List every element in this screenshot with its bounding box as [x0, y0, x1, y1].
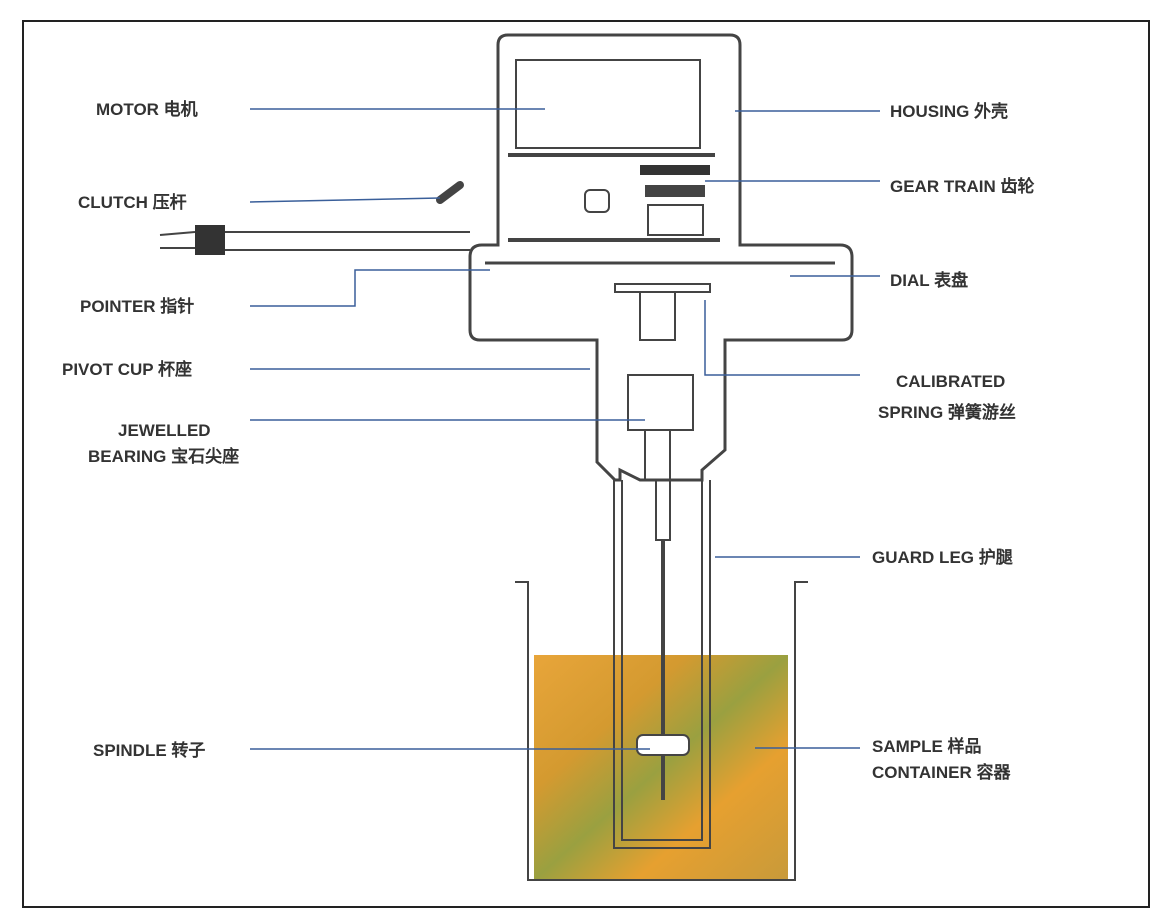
leader-lines	[249, 108, 880, 750]
label-pointer: POINTER 指针	[80, 296, 194, 316]
label-sample-container-2: CONTAINER 容器	[872, 762, 1012, 782]
label-dial: DIAL 表盘	[890, 270, 968, 290]
spindle	[636, 734, 690, 756]
label-guard-leg: GUARD LEG 护腿	[872, 547, 1013, 567]
housing	[468, 33, 854, 482]
label-pivot-cup: PIVOT CUP 杯座	[62, 359, 192, 379]
label-calibrated-spring-1: CALIBRATED	[896, 372, 1005, 391]
cord-plug	[195, 225, 225, 255]
motor	[515, 59, 701, 149]
label-clutch: CLUTCH 压杆	[78, 193, 187, 212]
label-calibrated-spring-2: SPRING 弹簧游丝	[878, 402, 1016, 422]
gear-train	[640, 165, 710, 236]
label-sample-container-1: SAMPLE 样品	[872, 736, 982, 756]
diagram-frame	[22, 20, 1150, 908]
label-housing: HOUSING 外壳	[890, 101, 1008, 121]
label-jewelled-bearing-1: JEWELLED	[118, 421, 211, 440]
label-motor: MOTOR 电机	[96, 99, 198, 119]
label-spindle: SPINDLE 转子	[93, 740, 205, 760]
label-jewelled-bearing-2: BEARING 宝石尖座	[88, 446, 239, 466]
label-gear-train: GEAR TRAIN 齿轮	[890, 176, 1035, 196]
